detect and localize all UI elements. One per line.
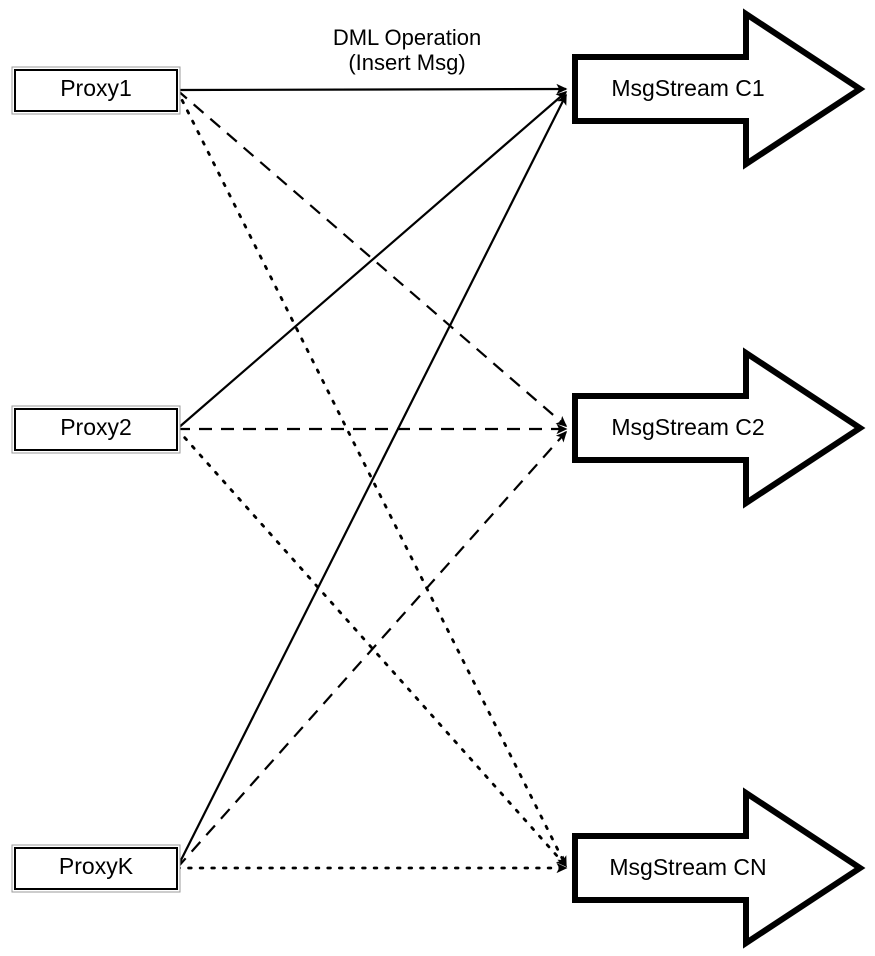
proxy1-node[interactable]: Proxy1	[11, 66, 181, 115]
edge-proxy2-to-c1	[176, 91, 568, 430]
msgstream-c1-node[interactable]: MsgStream C1	[572, 8, 866, 170]
edge-proxyk-to-c1	[176, 93, 567, 869]
proxy2-node[interactable]: Proxy2	[11, 405, 181, 454]
streams-layer: MsgStream C1 MsgStream C2 MsgStream CN	[572, 8, 866, 949]
msgstream-cn-label: MsgStream CN	[609, 854, 766, 880]
msgstream-c1-label: MsgStream C1	[611, 75, 764, 101]
msgstream-cn-shape[interactable]	[572, 787, 866, 949]
edges-layer	[175, 83, 568, 874]
proxyk-box[interactable]	[14, 847, 178, 890]
proxyk-node[interactable]: ProxyK	[11, 844, 181, 893]
proxy1-box[interactable]	[14, 69, 178, 112]
edge-proxyk-to-c2	[176, 430, 567, 869]
edge-proxy1-to-c1	[176, 83, 568, 95]
edge-proxy1-to-cn	[175, 88, 568, 868]
msgstream-c2-label: MsgStream C2	[611, 414, 764, 440]
msgstream-c2-node[interactable]: MsgStream C2	[572, 347, 866, 509]
edge-proxy1-to-c2	[176, 89, 568, 427]
edge-proxy2-to-cn	[175, 427, 568, 868]
msgstream-c2-shape[interactable]	[572, 347, 866, 509]
msgstream-c1-shape[interactable]	[572, 8, 866, 170]
proxy1-label: Proxy1	[60, 75, 132, 101]
dml-operation-label-line1: DML Operation	[333, 25, 481, 50]
dml-operation-label-line2: (Insert Msg)	[348, 50, 465, 75]
proxyk-label: ProxyK	[59, 853, 134, 879]
proxies-layer: Proxy1 Proxy2 ProxyK	[11, 66, 181, 893]
proxy2-label: Proxy2	[60, 414, 132, 440]
msgstream-cn-node[interactable]: MsgStream CN	[572, 787, 866, 949]
proxy2-box[interactable]	[14, 408, 178, 451]
dml-operation-annotation: DML Operation (Insert Msg)	[333, 25, 481, 75]
